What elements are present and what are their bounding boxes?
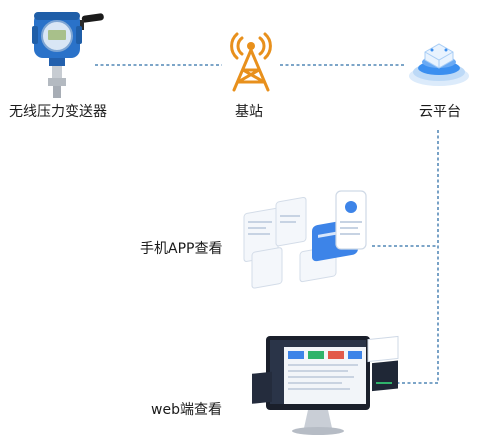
cloud-platform-icon — [409, 43, 469, 86]
mobile-app-label: 手机APP查看 — [140, 241, 223, 257]
pressure-transmitter-icon — [32, 12, 104, 98]
mobile-app-node — [238, 185, 378, 293]
web-label: web端查看 — [151, 402, 222, 418]
base-station-label: 基站 — [235, 104, 263, 120]
desktop-monitor-icon — [252, 335, 399, 435]
web-node — [250, 332, 410, 444]
mobile-app-screens-icon — [243, 190, 367, 289]
transmitter-label: 无线压力变送器 — [9, 104, 107, 120]
cell-tower-icon — [230, 32, 272, 92]
base-station-node — [222, 28, 280, 94]
cloud-label: 云平台 — [419, 104, 461, 120]
cloud-node — [405, 28, 473, 94]
link-cloud-down — [395, 130, 439, 384]
transmitter-node — [28, 2, 108, 102]
